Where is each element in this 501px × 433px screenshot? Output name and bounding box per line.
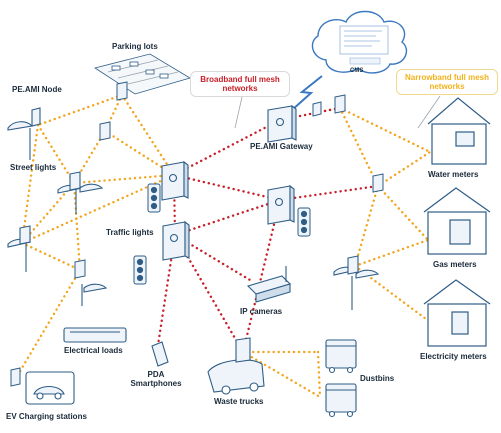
pda-label: PDA bbox=[147, 370, 165, 379]
pda-smartphone-icon bbox=[151, 341, 169, 367]
narrowband-callout: Narrowband full mesh networks bbox=[396, 69, 498, 95]
broadband-callout-line2: networks bbox=[222, 84, 258, 93]
street-light-icon bbox=[333, 255, 380, 310]
ev-charging-station-icon bbox=[25, 371, 75, 405]
dustbin-icon bbox=[325, 383, 357, 418]
narrowband-callout-line1: Narrowband full mesh bbox=[404, 73, 489, 82]
house-icons bbox=[423, 97, 491, 347]
dustbin-icon bbox=[325, 339, 357, 374]
broadband-callout-line1: Broadband full mesh bbox=[200, 75, 280, 84]
street-light-icons bbox=[7, 107, 380, 310]
gas-meters-label: Gas meters bbox=[433, 260, 477, 269]
ip-camera-icon bbox=[246, 266, 292, 303]
pda-smartphones-label: PDA Smartphones bbox=[128, 370, 184, 388]
parking-lots-icon bbox=[94, 53, 191, 95]
dustbins-label: Dustbins bbox=[360, 374, 395, 383]
cms-cloud-icon bbox=[311, 10, 408, 74]
traffic-lights-icons bbox=[133, 183, 311, 285]
ev-charging-stations-label: EV Charging stations bbox=[6, 412, 87, 421]
dustbin-icons bbox=[325, 339, 357, 418]
street-light-icon bbox=[81, 283, 108, 306]
electricity-meters-label: Electricity meters bbox=[420, 352, 487, 361]
narrowband-links bbox=[14, 93, 432, 399]
traffic-light-icon bbox=[133, 255, 147, 285]
lightning-link-icon bbox=[291, 75, 323, 111]
traffic-light-icon bbox=[147, 183, 161, 213]
callout-pointers bbox=[234, 95, 441, 129]
broadband-node-icon bbox=[162, 220, 190, 261]
water-meter-house-icon bbox=[427, 97, 491, 165]
narrowband-callout-line2: networks bbox=[429, 82, 465, 91]
street-light-icon bbox=[57, 171, 104, 214]
electricity-meter-house-icon bbox=[423, 279, 491, 347]
smartphones-label: Smartphones bbox=[130, 379, 182, 388]
parking-lots-label: Parking lots bbox=[112, 42, 158, 51]
electrical-loads-label: Electrical loads bbox=[64, 346, 123, 355]
street-lights-label: Street lights bbox=[10, 163, 57, 172]
pe-ami-gateway-label: PE.AMI Gateway bbox=[250, 142, 313, 151]
traffic-lights-label: Traffic lights bbox=[106, 228, 154, 237]
broadband-node-icon bbox=[267, 184, 295, 225]
street-light-icon bbox=[7, 107, 41, 160]
ip-cameras-label: IP cameras bbox=[240, 307, 283, 316]
water-meters-label: Water meters bbox=[428, 170, 479, 179]
cms-label: CMS bbox=[350, 68, 364, 74]
pe-ami-gateway-icon bbox=[267, 104, 297, 143]
broadband-node-icons bbox=[161, 104, 297, 261]
waste-trucks-label: Waste trucks bbox=[214, 397, 264, 406]
pe-ami-node-label: PE.AMI Node bbox=[12, 85, 62, 94]
street-light-icon bbox=[7, 225, 32, 272]
gas-meter-house-icon bbox=[423, 187, 491, 255]
traffic-light-icon bbox=[297, 207, 311, 237]
broadband-node-icon bbox=[161, 160, 189, 201]
electrical-loads-icon bbox=[63, 327, 127, 343]
broadband-callout: Broadband full mesh networks bbox=[190, 71, 290, 97]
pe-ami-node-icon bbox=[10, 81, 384, 387]
waste-truck-icon bbox=[207, 337, 265, 395]
